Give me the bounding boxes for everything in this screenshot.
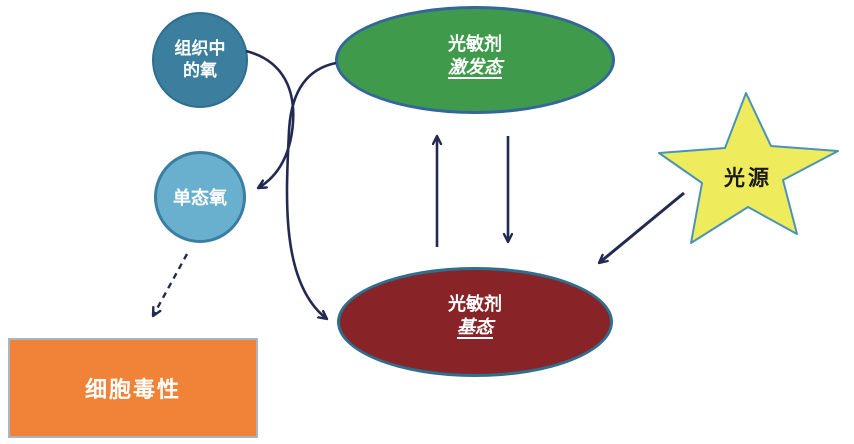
arrow-light-to-ground (599, 191, 685, 263)
cytotoxicity-label: 细胞毒性 (84, 377, 181, 402)
singlet-oxygen-label: 单态氧 (173, 188, 227, 208)
arrow-singlet-to-cytotoxicity-dashed (153, 253, 189, 316)
photosensitizer-ground-label: 光敏剂 基态 (448, 293, 502, 340)
photosensitizer-excited-label-line2: 激发态 (448, 57, 502, 77)
node-tissue-oxygen: 组织中 的氧 (152, 12, 248, 108)
photosensitizer-ground-label-line2: 基态 (457, 317, 493, 337)
tissue-oxygen-label-line1: 组织中 (174, 38, 226, 58)
node-photosensitizer-excited: 光敏剂 激发态 (335, 6, 615, 114)
photosensitizer-ground-label-line1: 光敏剂 (448, 293, 502, 314)
tissue-oxygen-label-line2: 的氧 (183, 61, 217, 80)
node-cytotoxicity: 细胞毒性 (8, 338, 258, 438)
node-photosensitizer-ground: 光敏剂 基态 (337, 267, 613, 377)
curve-excited-to-ground (285, 61, 337, 319)
curve-tissue-oxygen-to-singlet (245, 49, 295, 188)
node-singlet-oxygen: 单态氧 (154, 151, 246, 243)
photosensitizer-excited-label-line1: 光敏剂 (448, 33, 502, 54)
light-source-label-text: 光源 (724, 167, 772, 190)
light-source-label: 光源 (698, 162, 798, 192)
photosensitizer-excited-label: 光敏剂 激发态 (448, 33, 502, 80)
tissue-oxygen-label: 组织中 的氧 (175, 38, 226, 82)
